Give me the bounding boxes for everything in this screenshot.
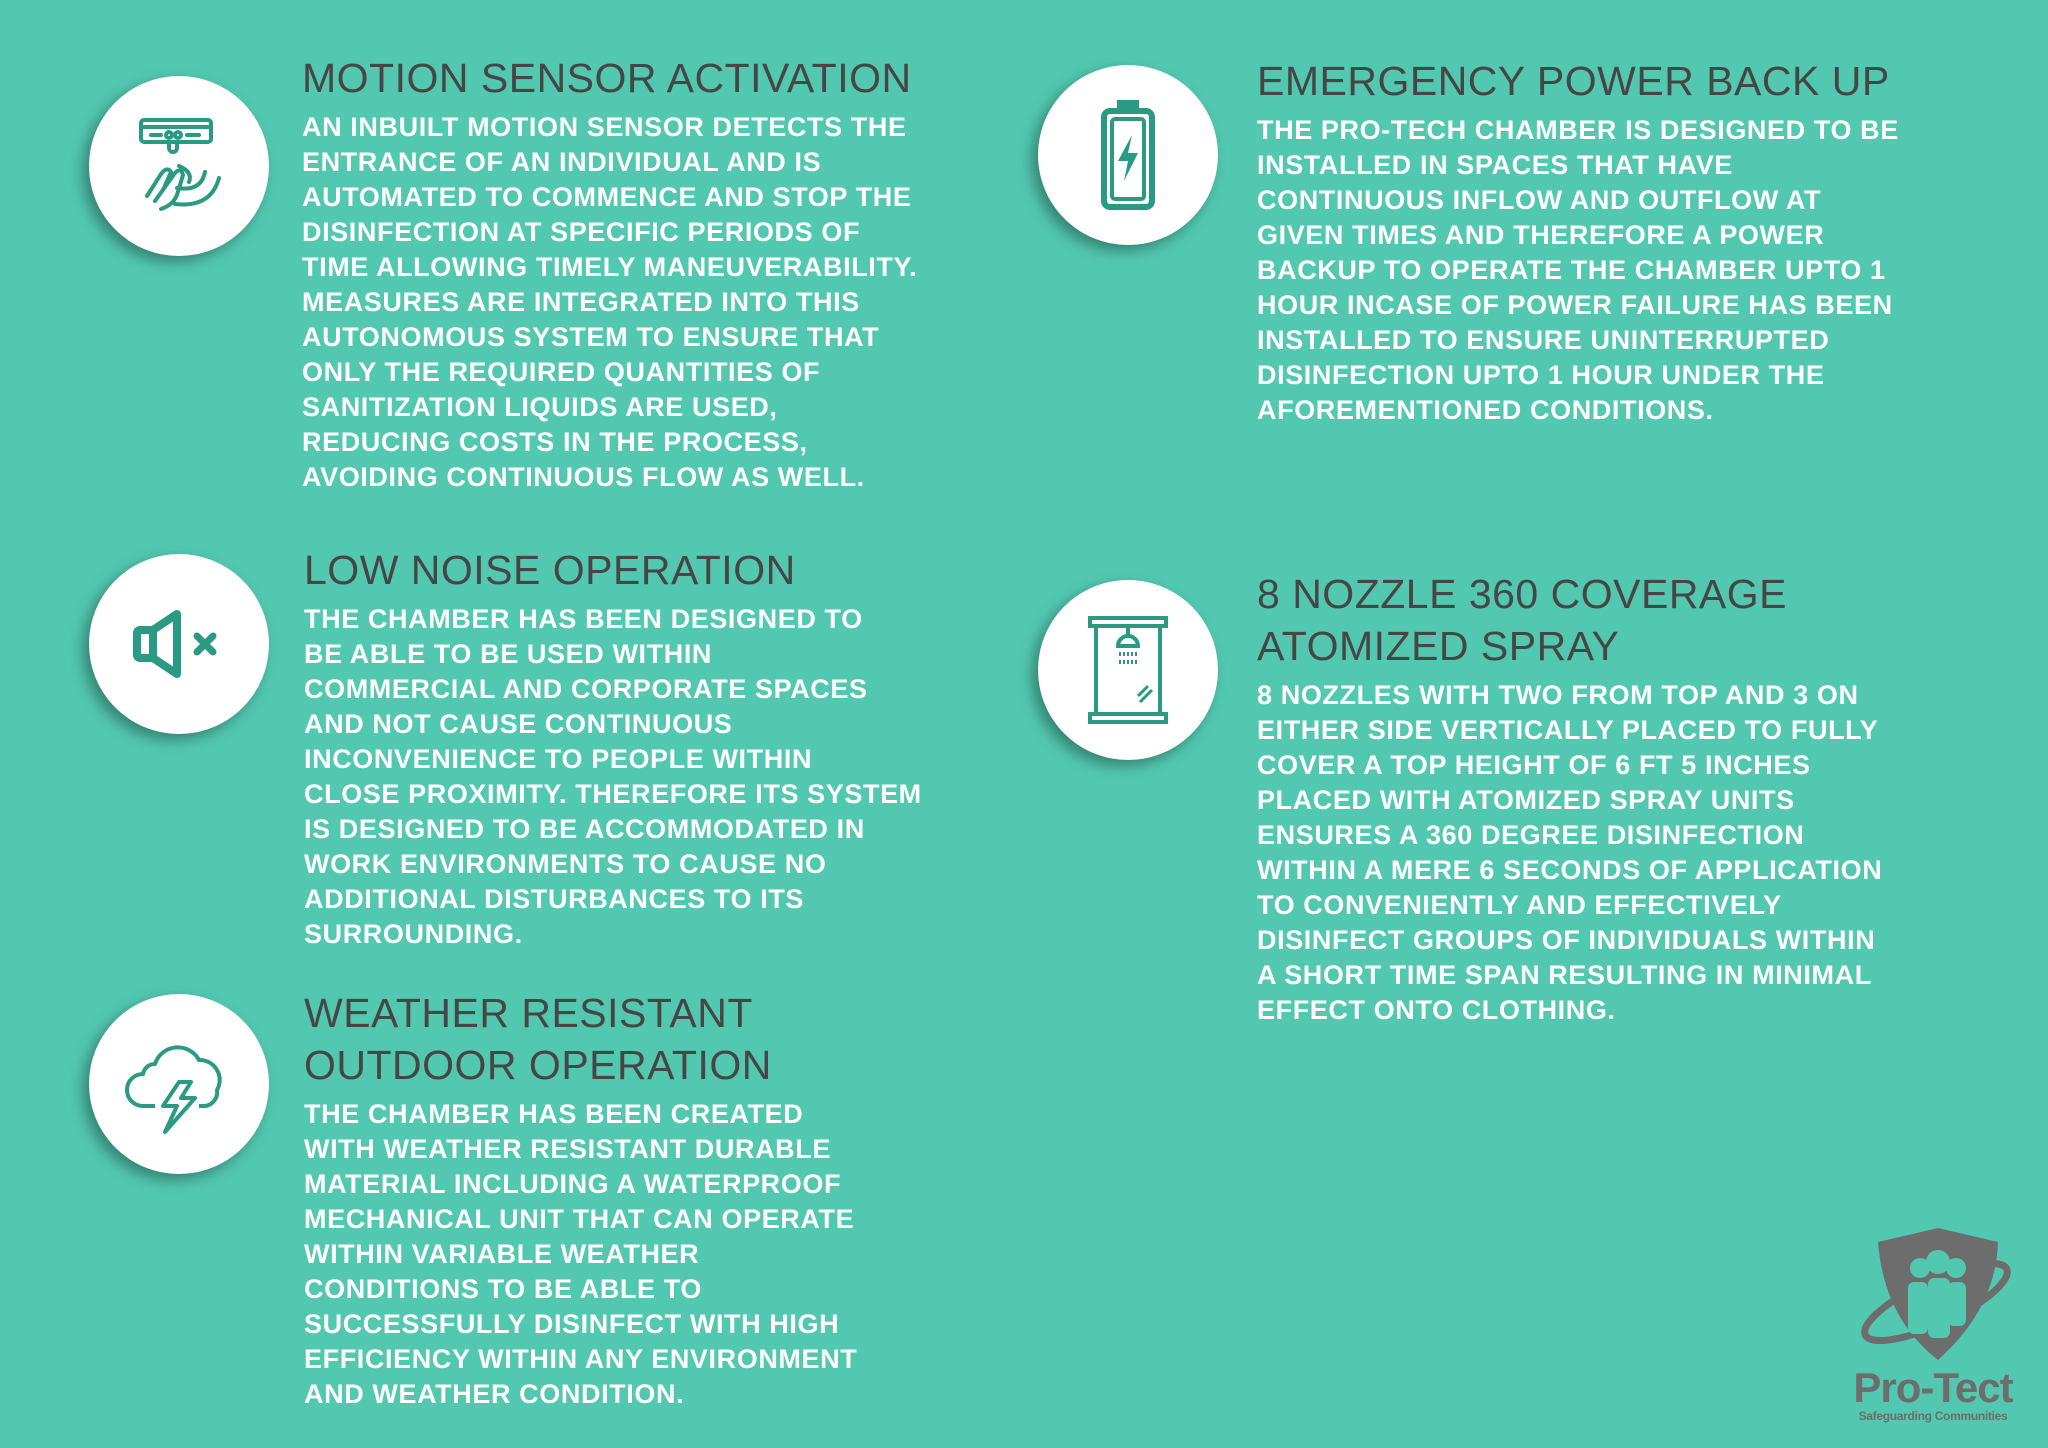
description-line: THE PRO-TECH CHAMBER IS DESIGNED TO BE [1257,115,1899,145]
description-line: REDUCING COSTS IN THE PROCESS, [302,427,808,457]
description-line: BE ABLE TO BE USED WITHIN [304,639,713,669]
description-line: AUTONOMOUS SYSTEM TO ENSURE THAT [302,322,880,352]
description-line: 8 NOZZLES WITH TWO FROM TOP AND 3 ON [1257,680,1859,710]
battery-charging-icon-circle [1038,65,1218,245]
motion-sensor-icon [139,118,221,211]
description-line: EITHER SIDE VERTICALLY PLACED TO FULLY [1257,715,1879,745]
description-line: EFFICIENCY WITHIN ANY ENVIRONMENT [304,1344,858,1374]
pro-tect-logo: Pro-Tect Safeguarding Communities [1828,1228,2038,1428]
description-line: CONTINUOUS INFLOW AND OUTFLOW AT [1257,185,1822,215]
section-description: 8 NOZZLES WITH TWO FROM TOP AND 3 ON EITH… [1257,678,1882,1028]
heading-line: LOW NOISE OPERATION [304,547,796,593]
description-line: PLACED WITH ATOMIZED SPRAY UNITS [1257,785,1795,815]
description-line: DISINFECT GROUPS OF INDIVIDUALS WITHIN [1257,925,1876,955]
description-line: SURROUNDING. [304,919,523,949]
speaker-mute-icon [133,610,217,678]
description-line: ADDITIONAL DISTURBANCES TO ITS [304,884,805,914]
description-line: IS DESIGNED TO BE ACCOMMODATED IN [304,814,865,844]
description-line: MECHANICAL UNIT THAT CAN OPERATE [304,1204,855,1234]
description-line: CLOSE PROXIMITY. THEREFORE ITS SYSTEM [304,779,922,809]
description-line: TIME ALLOWING TIMELY MANEUVERABILITY. [302,252,918,282]
heading-line: ATOMIZED SPRAY [1257,623,1620,669]
section-heading: EMERGENCY POWER BACK UP [1257,55,1899,107]
description-line: AND NOT CAUSE CONTINUOUS [304,709,733,739]
section-description: THE CHAMBER HAS BEEN DESIGNED TO BE ABLE … [304,602,922,952]
logo-name: Pro-Tect [1853,1364,2013,1411]
section-heading: MOTION SENSOR ACTIVATION [302,52,917,104]
description-line: AN INBUILT MOTION SENSOR DETECTS THE [302,112,907,142]
storm-cloud-icon [125,1045,222,1134]
section-description: THE CHAMBER HAS BEEN CREATED WITH WEATHER… [304,1097,857,1412]
storm-cloud-icon-circle [89,994,269,1174]
speaker-mute-icon-circle [89,554,269,734]
description-line: A SHORT TIME SPAN RESULTING IN MINIMAL [1257,960,1872,990]
description-line: COMMERCIAL AND CORPORATE SPACES [304,674,868,704]
description-line: GIVEN TIMES AND THEREFORE A POWER [1257,220,1825,250]
description-line: MATERIAL INCLUDING A WATERPROOF [304,1169,842,1199]
description-line: MEASURES ARE INTEGRATED INTO THIS [302,287,860,317]
description-line: ENTRANCE OF AN INDIVIDUAL AND IS [302,147,822,177]
shower-cabin-icon-circle [1038,580,1218,760]
motion-sensor-icon-circle [89,76,269,256]
section-heading: LOW NOISE OPERATION [304,544,922,596]
section-heading: WEATHER RESISTANT OUTDOOR OPERATION [304,987,857,1091]
description-line: WITHIN VARIABLE WEATHER [304,1239,700,1269]
section-power: EMERGENCY POWER BACK UP THE PRO-TECH CHAM… [1257,55,1899,428]
description-line: THE CHAMBER HAS BEEN DESIGNED TO [304,604,863,634]
description-line: TO CONVENIENTLY AND EFFECTIVELY [1257,890,1782,920]
description-line: ENSURES A 360 DEGREE DISINFECTION [1257,820,1805,850]
section-description: THE PRO-TECH CHAMBER IS DESIGNED TO BE IN… [1257,113,1899,428]
description-line: INSTALLED TO ENSURE UNINTERRUPTED [1257,325,1830,355]
section-heading: 8 NOZZLE 360 COVERAGE ATOMIZED SPRAY [1257,568,1882,672]
shield-people-icon [1861,1228,2011,1360]
description-line: AND WEATHER CONDITION. [304,1379,685,1409]
description-line: SANITIZATION LIQUIDS ARE USED, [302,392,778,422]
description-line: WORK ENVIRONMENTS TO CAUSE NO [304,849,827,879]
description-line: HOUR INCASE OF POWER FAILURE HAS BEEN [1257,290,1893,320]
heading-line: 8 NOZZLE 360 COVERAGE [1257,571,1788,617]
heading-line: MOTION SENSOR ACTIVATION [302,55,912,101]
description-line: AVOIDING CONTINUOUS FLOW AS WELL. [302,462,865,492]
description-line: EFFECT ONTO CLOTHING. [1257,995,1616,1025]
description-line: INSTALLED IN SPACES THAT HAVE [1257,150,1733,180]
description-line: COVER A TOP HEIGHT OF 6 FT 5 INCHES [1257,750,1811,780]
logo-tagline: Safeguarding Communities [1858,1409,2008,1423]
heading-line: WEATHER RESISTANT [304,990,753,1036]
section-noise: LOW NOISE OPERATION THE CHAMBER HAS BEEN … [304,544,922,952]
description-line: BACKUP TO OPERATE THE CHAMBER UPTO 1 [1257,255,1886,285]
description-line: DISINFECTION UPTO 1 HOUR UNDER THE [1257,360,1825,390]
description-line: AUTOMATED TO COMMENCE AND STOP THE [302,182,912,212]
description-line: AFOREMENTIONED CONDITIONS. [1257,395,1714,425]
description-line: WITH WEATHER RESISTANT DURABLE [304,1134,831,1164]
section-weather: WEATHER RESISTANT OUTDOOR OPERATION THE CH… [304,987,857,1412]
heading-line: OUTDOOR OPERATION [304,1042,772,1088]
battery-charging-icon [1101,100,1155,210]
description-line: DISINFECTION AT SPECIFIC PERIODS OF [302,217,861,247]
description-line: THE CHAMBER HAS BEEN CREATED [304,1099,804,1129]
section-motion: MOTION SENSOR ACTIVATION AN INBUILT MOTIO… [302,52,917,495]
section-description: AN INBUILT MOTION SENSOR DETECTS THE ENTR… [302,110,917,495]
shower-cabin-icon [1088,616,1168,724]
description-line: INCONVENIENCE TO PEOPLE WITHIN [304,744,813,774]
description-line: SUCCESSFULLY DISINFECT WITH HIGH [304,1309,840,1339]
description-line: WITHIN A MERE 6 SECONDS OF APPLICATION [1257,855,1883,885]
description-line: CONDITIONS TO BE ABLE TO [304,1274,702,1304]
heading-line: EMERGENCY POWER BACK UP [1257,58,1890,104]
description-line: ONLY THE REQUIRED QUANTITIES OF [302,357,821,387]
